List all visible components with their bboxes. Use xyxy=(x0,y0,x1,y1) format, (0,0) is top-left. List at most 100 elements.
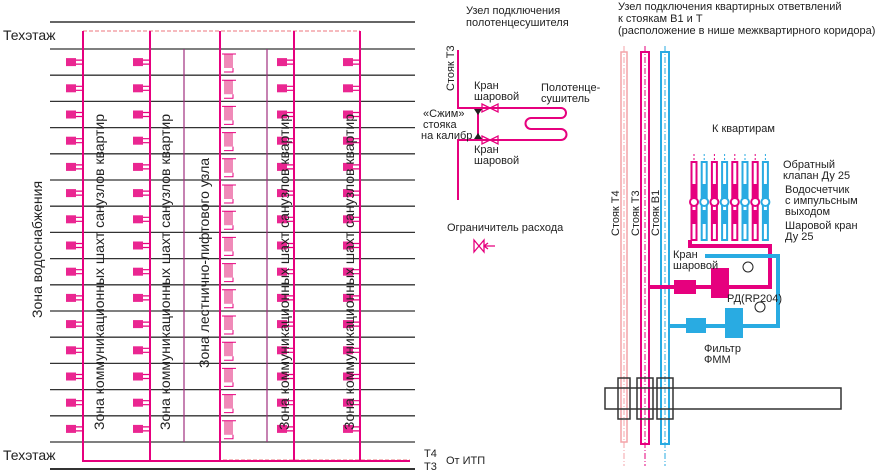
check-valve-icon xyxy=(731,184,738,198)
towel-dryer-icon xyxy=(133,136,150,145)
ball-valve-icon xyxy=(701,210,708,224)
towel-dryer-icon xyxy=(133,215,150,224)
stair-heater-icon xyxy=(224,394,233,409)
towel-dryer-icon xyxy=(277,241,294,250)
flow-limiter-icon xyxy=(473,238,495,254)
towel-dryer-icon xyxy=(343,293,360,302)
zone-shafts-label-2: Зона коммуникационных шахт санузлов квар… xyxy=(157,114,173,430)
towel-dryer-icon xyxy=(277,398,294,407)
towel-dryer-icon xyxy=(66,136,83,145)
squeeze-marker-icon xyxy=(474,109,482,139)
valve-1: Кран xyxy=(673,249,698,261)
valve-bot-2: шаровой xyxy=(474,155,519,167)
check-valve-icon xyxy=(742,184,748,198)
water-meter-icon xyxy=(709,197,720,207)
towel-dryer-icon xyxy=(343,110,360,119)
dryer-2: сушитель xyxy=(541,93,590,105)
water-meter-icon xyxy=(689,197,699,207)
zone-shafts-label-1: Зона коммуникационных шахт санузлов квар… xyxy=(91,114,107,430)
towel-dryer-icon xyxy=(133,293,150,302)
top-techfloor-label: Техэтаж xyxy=(3,27,56,43)
branch-title-1: Узел подключения квартирных ответвлений xyxy=(618,1,842,13)
towel-dryer-icon xyxy=(66,58,83,67)
stair-heater-icon xyxy=(224,263,233,278)
check-valve-icon xyxy=(701,184,708,198)
stair-heater-icon xyxy=(224,158,233,173)
towel-dryer-icon xyxy=(66,189,83,198)
squeeze-2: стояка xyxy=(423,119,458,131)
water-meter-icon xyxy=(699,197,710,207)
towel-dryer-icon xyxy=(133,346,150,355)
towel-dryer-icon xyxy=(343,241,360,250)
towel-dryer-icon xyxy=(133,84,150,93)
ball-1: Шаровой кран xyxy=(785,220,858,232)
towel-dryer-icon xyxy=(277,189,294,198)
towel-dryer-icon xyxy=(66,293,83,302)
zone-shafts-label-4: Зона коммуникационных шахт санузлов квар… xyxy=(341,114,357,430)
stair-heater-icon xyxy=(224,54,233,68)
towel-dryer-icon xyxy=(133,110,150,119)
towel-title-1: Узел подключения xyxy=(466,5,560,17)
towel-dryer-icon xyxy=(66,398,83,407)
towel-dryer-icon xyxy=(343,189,360,198)
stair-heater-icon xyxy=(224,106,233,121)
towel-dryer-icon xyxy=(277,346,294,355)
stair-heater-icon xyxy=(224,342,233,357)
towel-dryer-icon xyxy=(343,398,360,407)
risers xyxy=(66,30,410,462)
apartment-manifold xyxy=(689,154,771,241)
towel-dryer-icon xyxy=(133,424,150,433)
ball-valve-bottom-icon xyxy=(481,134,499,146)
ball-valve-icon xyxy=(762,210,769,224)
towel-dryer-icon xyxy=(66,110,83,119)
check-valve-icon xyxy=(691,184,697,198)
ball-valve-icon xyxy=(742,210,748,224)
towel-dryer-icon xyxy=(277,136,294,145)
filter-2: ФММ xyxy=(704,354,731,366)
towel-dryer-icon xyxy=(277,293,294,302)
dryer-1: Полотенце- xyxy=(541,82,601,94)
towel-dryer-icon xyxy=(133,267,150,276)
towel-dryer-icon xyxy=(66,215,83,224)
limiter-label: Ограничитель расхода xyxy=(447,222,564,234)
branch-risers xyxy=(604,46,842,466)
towel-dryer-icon xyxy=(277,215,294,224)
stair-heater-icon xyxy=(224,289,233,304)
stair-heater-icon xyxy=(224,420,233,435)
towel-dryer-icon xyxy=(66,84,83,93)
squeeze-1: «Сжим» xyxy=(423,108,465,120)
check-valve-icon xyxy=(752,184,759,198)
water-meter-icon xyxy=(760,197,771,207)
zone-shafts-label-3: Зона коммуникационных шахт санузлов квар… xyxy=(276,114,292,430)
fittings xyxy=(674,261,766,338)
towel-dryer-icon xyxy=(133,372,150,381)
towel-dryer-icon xyxy=(277,424,294,433)
stair-heater-icon xyxy=(224,185,233,199)
towel-title-2: полотенцесушителя xyxy=(466,17,569,29)
towel-dryer-icon xyxy=(343,424,360,433)
check-valve-icon xyxy=(711,184,718,198)
meter-1: Водосчетчик xyxy=(785,184,850,196)
ball-valve-icon xyxy=(752,210,759,224)
towel-dryer-icon xyxy=(343,162,360,171)
squeeze-3: на калибр xyxy=(421,130,472,142)
towel-dryer-icon xyxy=(66,320,83,329)
towel-dryer-icon xyxy=(66,346,83,355)
towel-dryer-icon xyxy=(66,424,83,433)
stair-heater-icon xyxy=(224,80,233,95)
towel-dryer-icon xyxy=(66,267,83,276)
zone-water-label: Зона водоснабжения xyxy=(29,181,45,318)
meter-2: с импульсным xyxy=(785,195,858,207)
towel-dryer-icon xyxy=(343,267,360,276)
ball-2: Ду 25 xyxy=(785,231,813,243)
towel-dryer-icon xyxy=(133,320,150,329)
t3-label: Т3 xyxy=(424,461,437,473)
stair-heater-icon xyxy=(224,368,233,383)
towel-dryer-icon xyxy=(277,267,294,276)
supply-lines xyxy=(649,240,780,328)
towel-dryer-icon xyxy=(343,58,360,67)
filter-1: Фильтр xyxy=(704,343,741,355)
check-1: Обратный xyxy=(783,159,835,171)
towel-dryer-icon xyxy=(277,162,294,171)
